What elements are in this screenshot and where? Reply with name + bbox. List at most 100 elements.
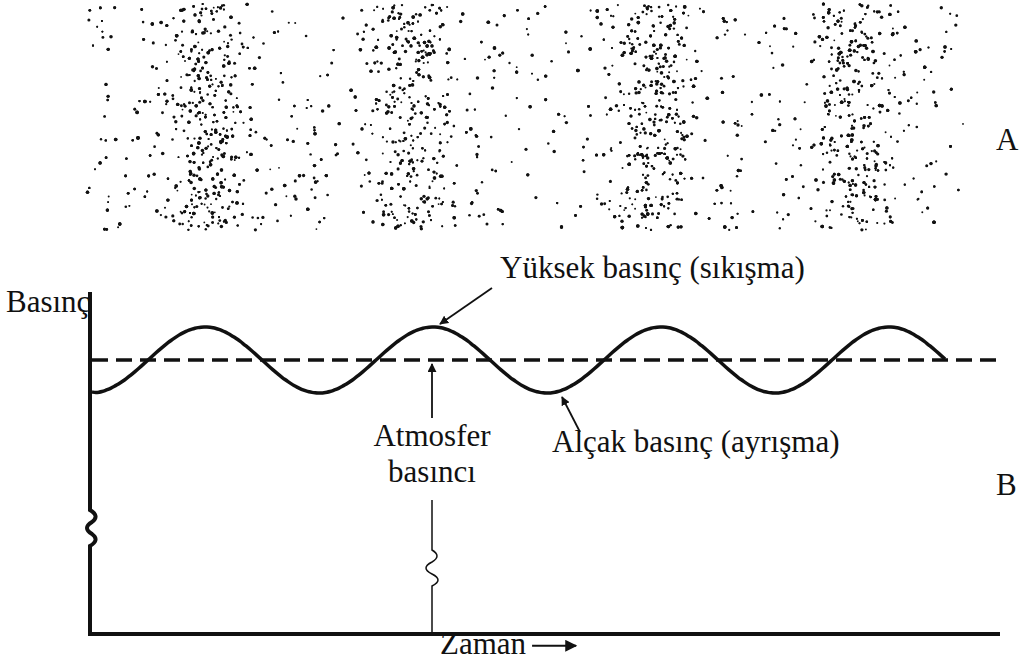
- air-particle: [835, 82, 837, 84]
- air-particle: [218, 219, 221, 222]
- air-particle: [408, 96, 410, 98]
- air-particle: [851, 179, 854, 182]
- air-particle: [619, 90, 622, 93]
- air-particle: [527, 18, 530, 21]
- air-particle: [226, 45, 229, 48]
- air-particle: [439, 38, 441, 40]
- air-particle: [631, 127, 633, 129]
- air-particle: [768, 93, 770, 95]
- air-particle: [393, 4, 395, 6]
- air-particle: [636, 190, 639, 193]
- air-particle: [258, 56, 261, 59]
- air-particle: [798, 147, 801, 150]
- air-particle: [265, 192, 268, 195]
- air-particle: [238, 157, 240, 159]
- air-particle: [873, 62, 876, 65]
- air-particle: [848, 216, 850, 218]
- air-particle: [873, 141, 875, 143]
- air-particle: [402, 140, 404, 142]
- air-particle: [367, 171, 370, 174]
- air-particle: [193, 68, 196, 71]
- air-particle: [403, 23, 405, 25]
- air-particle: [720, 77, 723, 80]
- air-particle: [106, 208, 109, 211]
- air-particle: [850, 207, 853, 210]
- air-particle: [231, 128, 234, 131]
- air-particle: [664, 33, 667, 36]
- air-particle: [390, 172, 393, 175]
- air-particle: [143, 100, 147, 104]
- air-particle: [660, 82, 664, 86]
- air-particle: [919, 48, 922, 51]
- air-particle: [898, 112, 901, 115]
- air-particle: [680, 36, 683, 39]
- air-particle: [686, 59, 688, 61]
- air-particle: [887, 89, 889, 91]
- air-particle: [628, 154, 631, 157]
- air-particle: [643, 4, 646, 7]
- air-particle: [862, 127, 864, 129]
- air-particle: [394, 101, 396, 103]
- air-particle: [962, 123, 964, 125]
- air-particle: [655, 105, 658, 108]
- air-particle: [866, 6, 868, 8]
- air-particle: [660, 119, 663, 122]
- air-particle: [837, 60, 839, 62]
- air-particle: [649, 204, 652, 207]
- air-particle: [318, 221, 320, 223]
- air-particle: [853, 120, 856, 123]
- air-particle: [191, 194, 193, 196]
- air-particle: [903, 130, 905, 132]
- air-particle: [645, 112, 647, 114]
- air-particle: [607, 73, 610, 76]
- air-particle: [447, 141, 449, 143]
- air-particle: [629, 52, 632, 55]
- air-particle: [637, 152, 639, 154]
- air-particle: [211, 128, 213, 130]
- air-particle: [147, 175, 150, 178]
- air-particle: [390, 172, 393, 175]
- air-particle: [722, 120, 725, 123]
- air-particle: [644, 105, 646, 107]
- air-particle: [176, 190, 178, 192]
- air-particle: [667, 47, 670, 50]
- air-particle: [180, 50, 183, 53]
- air-particle: [199, 70, 202, 73]
- air-particle: [474, 108, 476, 110]
- air-particle: [438, 149, 441, 152]
- air-particle: [667, 77, 670, 80]
- air-particle: [894, 96, 896, 98]
- air-particle: [417, 73, 420, 76]
- air-particle: [385, 111, 388, 114]
- air-particle: [326, 194, 329, 197]
- air-particle: [307, 99, 309, 101]
- air-particle: [209, 74, 212, 77]
- air-particle: [448, 110, 450, 112]
- air-particle: [695, 60, 698, 63]
- air-particle: [408, 84, 411, 87]
- air-particle: [197, 191, 199, 193]
- air-particle: [869, 122, 872, 125]
- air-particle: [847, 134, 850, 137]
- air-particle: [359, 48, 363, 52]
- air-particle: [673, 27, 675, 29]
- air-particle: [722, 17, 725, 20]
- air-particle: [765, 32, 767, 34]
- air-particle: [900, 54, 902, 56]
- air-particle: [391, 10, 394, 13]
- air-particle: [663, 56, 666, 59]
- air-particle: [447, 48, 451, 52]
- air-particle: [372, 28, 375, 31]
- air-particle: [650, 84, 653, 87]
- air-particle: [835, 154, 838, 157]
- air-particle: [579, 205, 582, 208]
- air-particle: [676, 34, 678, 36]
- air-particle: [723, 20, 726, 23]
- air-particle: [583, 170, 586, 173]
- air-particle: [493, 46, 496, 49]
- air-particle: [669, 178, 672, 181]
- air-particle: [415, 60, 417, 62]
- air-particle: [704, 139, 707, 142]
- air-particle: [669, 9, 672, 12]
- air-particle: [432, 157, 435, 160]
